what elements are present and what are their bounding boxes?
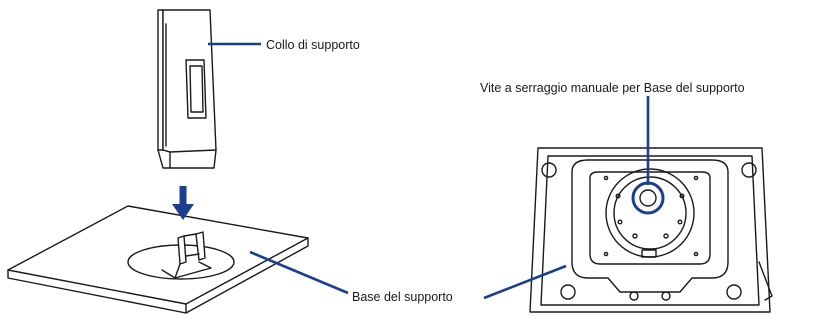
- stand-base-label: Base del supporto: [352, 290, 453, 304]
- base-leader-line: [249, 250, 349, 295]
- thumbscrew-label: Vite a serraggio manuale per Base del su…: [480, 81, 745, 95]
- arrow-down-icon: [172, 204, 194, 220]
- monitor-back-with-base: [529, 147, 773, 313]
- stand-neck-label: Collo di supporto: [266, 38, 360, 52]
- callouts: [172, 42, 665, 300]
- stand-base: [7, 205, 309, 314]
- circle-marker-icon: [631, 181, 665, 215]
- stand-neck: [157, 9, 217, 169]
- base-leader-line-right: [483, 264, 567, 300]
